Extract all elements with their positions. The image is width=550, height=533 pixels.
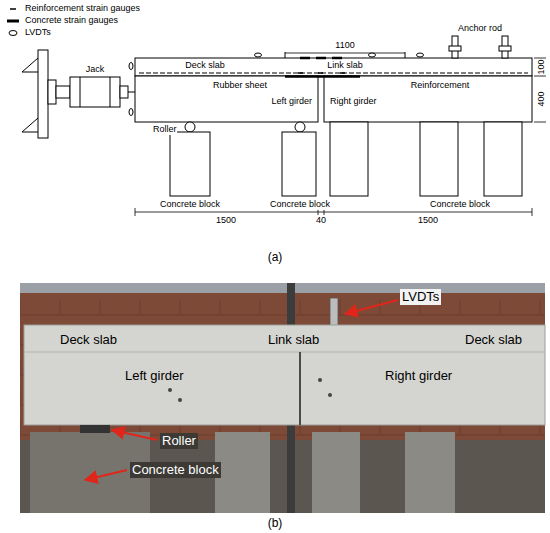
lvdt-sample xyxy=(5,28,21,38)
reinforcement-gauge-sample xyxy=(5,4,21,14)
legend-entry: Concrete strain gauges xyxy=(5,15,118,26)
legend-text: Concrete strain gauges xyxy=(25,15,118,26)
part-name: Concrete block xyxy=(160,199,220,210)
part-name: Deck slab xyxy=(185,60,225,71)
callout-label: LVDTs xyxy=(400,289,441,305)
dimension: 1500 xyxy=(216,215,236,226)
legend-entry: Reinforcement strain gauges xyxy=(5,3,140,14)
part-name: Reinforcement xyxy=(411,80,470,91)
dimension: 400 xyxy=(536,91,547,106)
part-name: Deck slab xyxy=(465,332,522,348)
legend-entry: LVDTs xyxy=(5,27,51,38)
part-name: Right girder xyxy=(385,368,452,384)
schematic xyxy=(22,36,546,216)
legend-text: LVDTs xyxy=(25,27,51,38)
legend-text: Reinforcement strain gauges xyxy=(25,3,140,14)
part-name: Jack xyxy=(86,64,105,75)
dimension: 1100 xyxy=(335,40,354,51)
callout-label: Concrete block xyxy=(130,462,221,478)
part-name: Left girder xyxy=(271,96,312,107)
concrete-gauge-sample xyxy=(5,16,21,26)
part-name: Concrete block xyxy=(270,199,330,210)
part-name: Left girder xyxy=(125,368,184,384)
callout-label: Roller xyxy=(160,433,198,449)
part-name: Roller xyxy=(153,124,177,135)
part-name: Anchor rod xyxy=(458,23,502,34)
photograph xyxy=(20,283,545,513)
figure-tag: (a) xyxy=(268,250,283,264)
figure-tag: (b) xyxy=(268,516,283,530)
part-name: Right girder xyxy=(330,96,377,107)
part-name: Link slab xyxy=(268,332,319,348)
part-name: Concrete block xyxy=(430,199,490,210)
part-name: Deck slab xyxy=(60,332,117,348)
dimension: 100 xyxy=(536,59,547,74)
part-name: Link slab xyxy=(327,60,363,71)
dimension: 1500 xyxy=(418,215,438,226)
dimension: 40 xyxy=(316,215,326,226)
part-name: Rubber sheet xyxy=(213,80,267,91)
